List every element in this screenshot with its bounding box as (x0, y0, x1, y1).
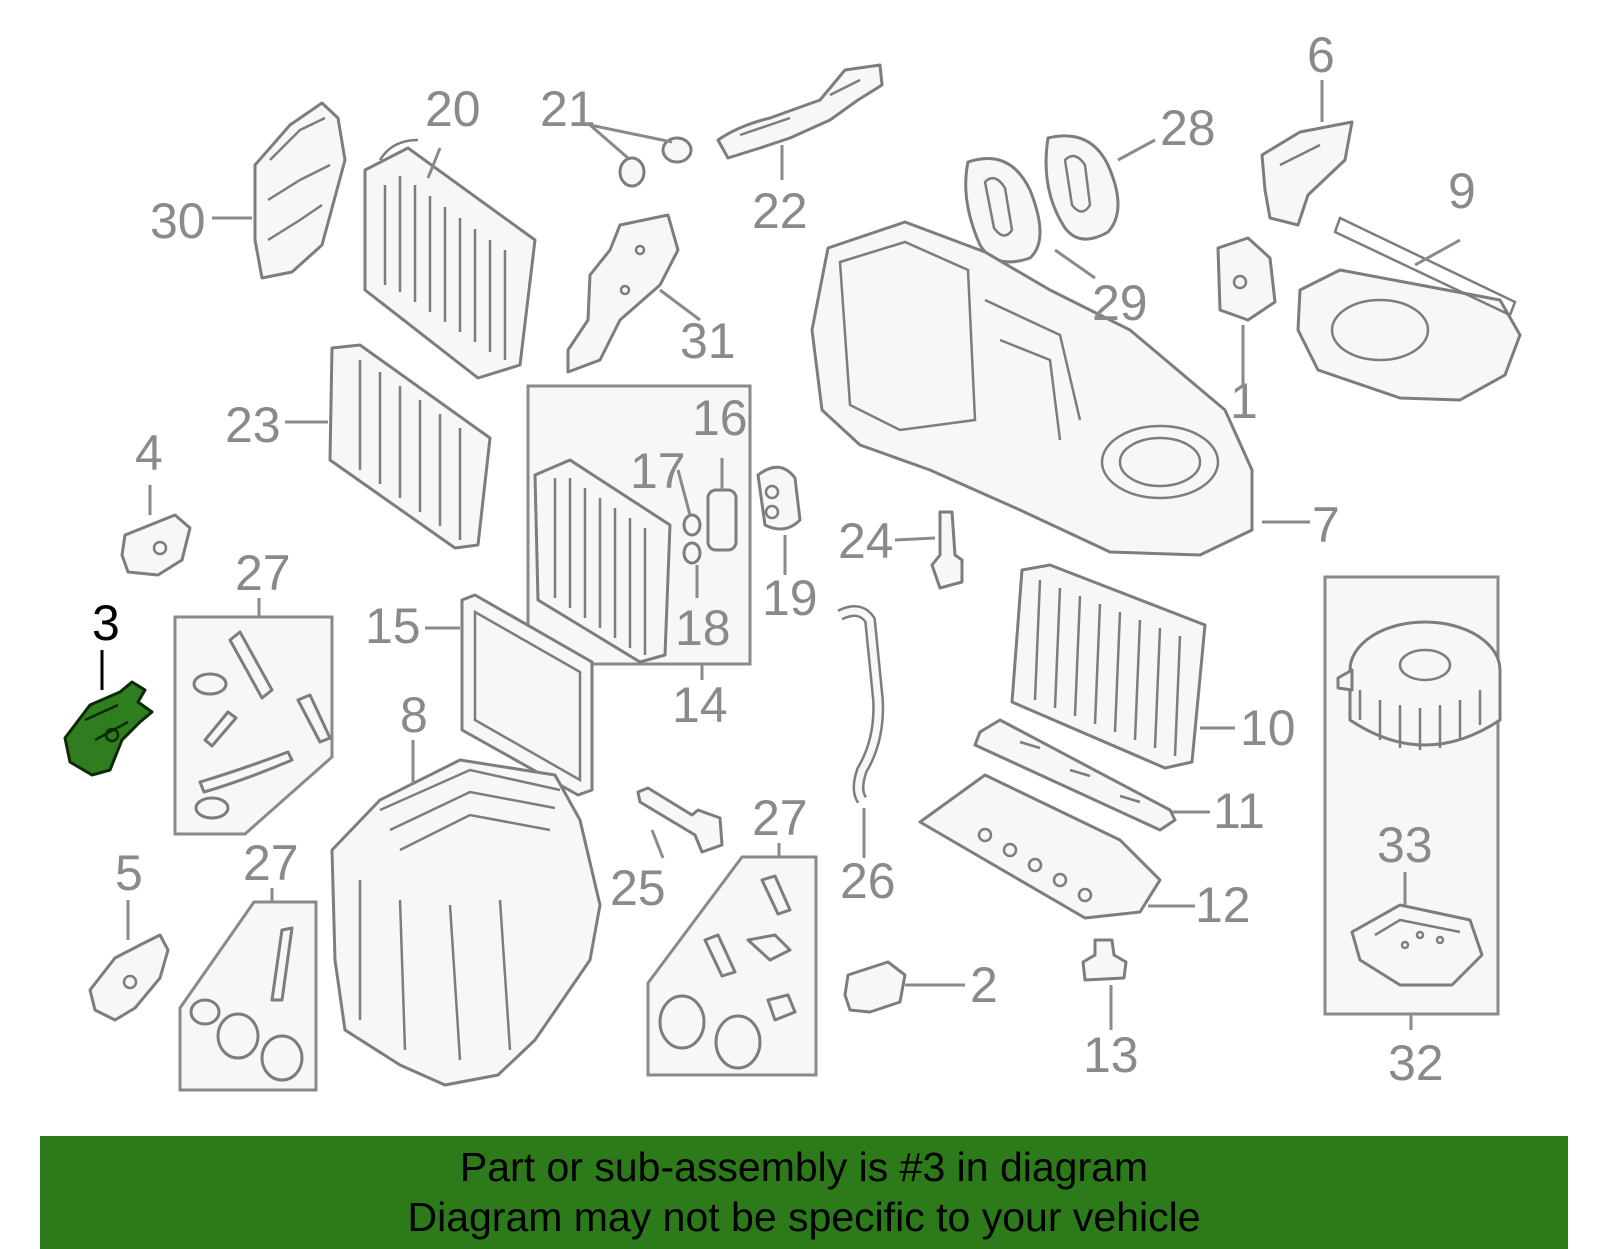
o-ring-part-18 (682, 541, 702, 565)
callout-15: 15 (365, 598, 421, 654)
hvac-housing-part-8 (330, 758, 602, 1087)
callout-labels: 1 2 3 4 5 6 7 8 9 10 11 12 13 14 15 16 1… (92, 27, 1476, 1091)
callout-11: 11 (1213, 783, 1265, 839)
hvac-parts-diagram: 1 2 3 4 5 6 7 8 9 10 11 12 13 14 15 16 1… (63, 27, 1522, 1092)
banner-line-1: Part or sub-assembly is #3 in diagram (459, 1144, 1149, 1190)
plug-part-13 (1081, 938, 1128, 982)
callout-10: 10 (1240, 700, 1296, 756)
linkage-parts-27-left (192, 630, 332, 820)
callout-28: 28 (1160, 100, 1216, 156)
callout-8: 8 (400, 687, 428, 743)
info-banner: Part or sub-assembly is #3 in diagram Di… (40, 1136, 1568, 1249)
expansion-valve-part-16 (706, 488, 738, 552)
callout-23: 23 (225, 397, 281, 453)
heater-core-part-20 (363, 138, 537, 380)
callout-3: 3 (92, 595, 120, 651)
actuator-part-4 (120, 513, 192, 577)
callout-26: 26 (840, 853, 896, 909)
callout-27-lower: 27 (243, 835, 299, 891)
filter-frame-part-15 (460, 593, 594, 797)
callout-20: 20 (425, 81, 481, 137)
drain-hose-part-26 (837, 605, 885, 804)
air-guide-part-30 (253, 101, 347, 280)
callout-29: 29 (1092, 275, 1148, 331)
seal-part-21 (618, 136, 693, 188)
callout-30: 30 (150, 193, 206, 249)
callout-7: 7 (1312, 497, 1340, 553)
callout-24: 24 (838, 513, 894, 569)
filter-cover-part-11 (973, 718, 1177, 832)
grommet-part-19 (756, 465, 802, 531)
callout-31: 31 (680, 313, 736, 369)
callout-25: 25 (610, 860, 666, 916)
callout-21: 21 (540, 81, 596, 137)
callout-32: 32 (1388, 1035, 1444, 1091)
actuator-part-2 (843, 960, 907, 1014)
callout-4: 4 (135, 425, 163, 481)
callout-6: 6 (1307, 27, 1335, 83)
callout-33: 33 (1377, 817, 1433, 873)
callout-27-center: 27 (752, 790, 808, 846)
callout-17: 17 (630, 443, 686, 499)
callout-9: 9 (1448, 163, 1476, 219)
actuator-part-1 (1216, 236, 1277, 322)
hvac-housing-part-7 (810, 220, 1254, 557)
banner-line-2: Diagram may not be specific to your vehi… (407, 1194, 1201, 1240)
callout-1: 1 (1230, 373, 1258, 429)
sensor-part-24 (930, 510, 964, 590)
coolant-pipes-part-22 (716, 63, 884, 160)
cabin-filter-part-10 (1010, 563, 1207, 770)
callout-22: 22 (752, 183, 808, 239)
blower-motor-part-32 (1336, 620, 1502, 750)
linkage-parts-27-lower (189, 926, 304, 1082)
seal-panel-part-12 (918, 773, 1162, 920)
evaporator-part-14 (533, 458, 672, 664)
leader-lines (100, 80, 1461, 1030)
gasket-part-29 (964, 157, 1042, 264)
callout-13: 13 (1083, 1027, 1139, 1083)
blower-housing-part-9 (1296, 216, 1522, 402)
bracket-part-31 (566, 213, 680, 374)
callout-2: 2 (970, 957, 998, 1013)
gasket-part-28 (1044, 134, 1120, 241)
callout-18: 18 (675, 600, 731, 656)
linkage-parts-27-center (658, 874, 797, 1070)
sensor-part-25 (636, 786, 724, 854)
callout-12: 12 (1195, 877, 1251, 933)
blower-resistor-part-33 (1350, 903, 1484, 987)
actuator-part-5 (88, 933, 170, 1022)
actuator-part-6 (1260, 120, 1354, 227)
callout-27-left: 27 (235, 545, 291, 601)
callout-19: 19 (762, 570, 818, 626)
callout-5: 5 (115, 845, 143, 901)
callout-16: 16 (692, 390, 748, 446)
o-ring-part-17 (682, 513, 702, 537)
actuator-part-3-highlighted (63, 680, 154, 777)
callout-14: 14 (672, 677, 728, 733)
heat-exchanger-part-23 (328, 343, 492, 550)
